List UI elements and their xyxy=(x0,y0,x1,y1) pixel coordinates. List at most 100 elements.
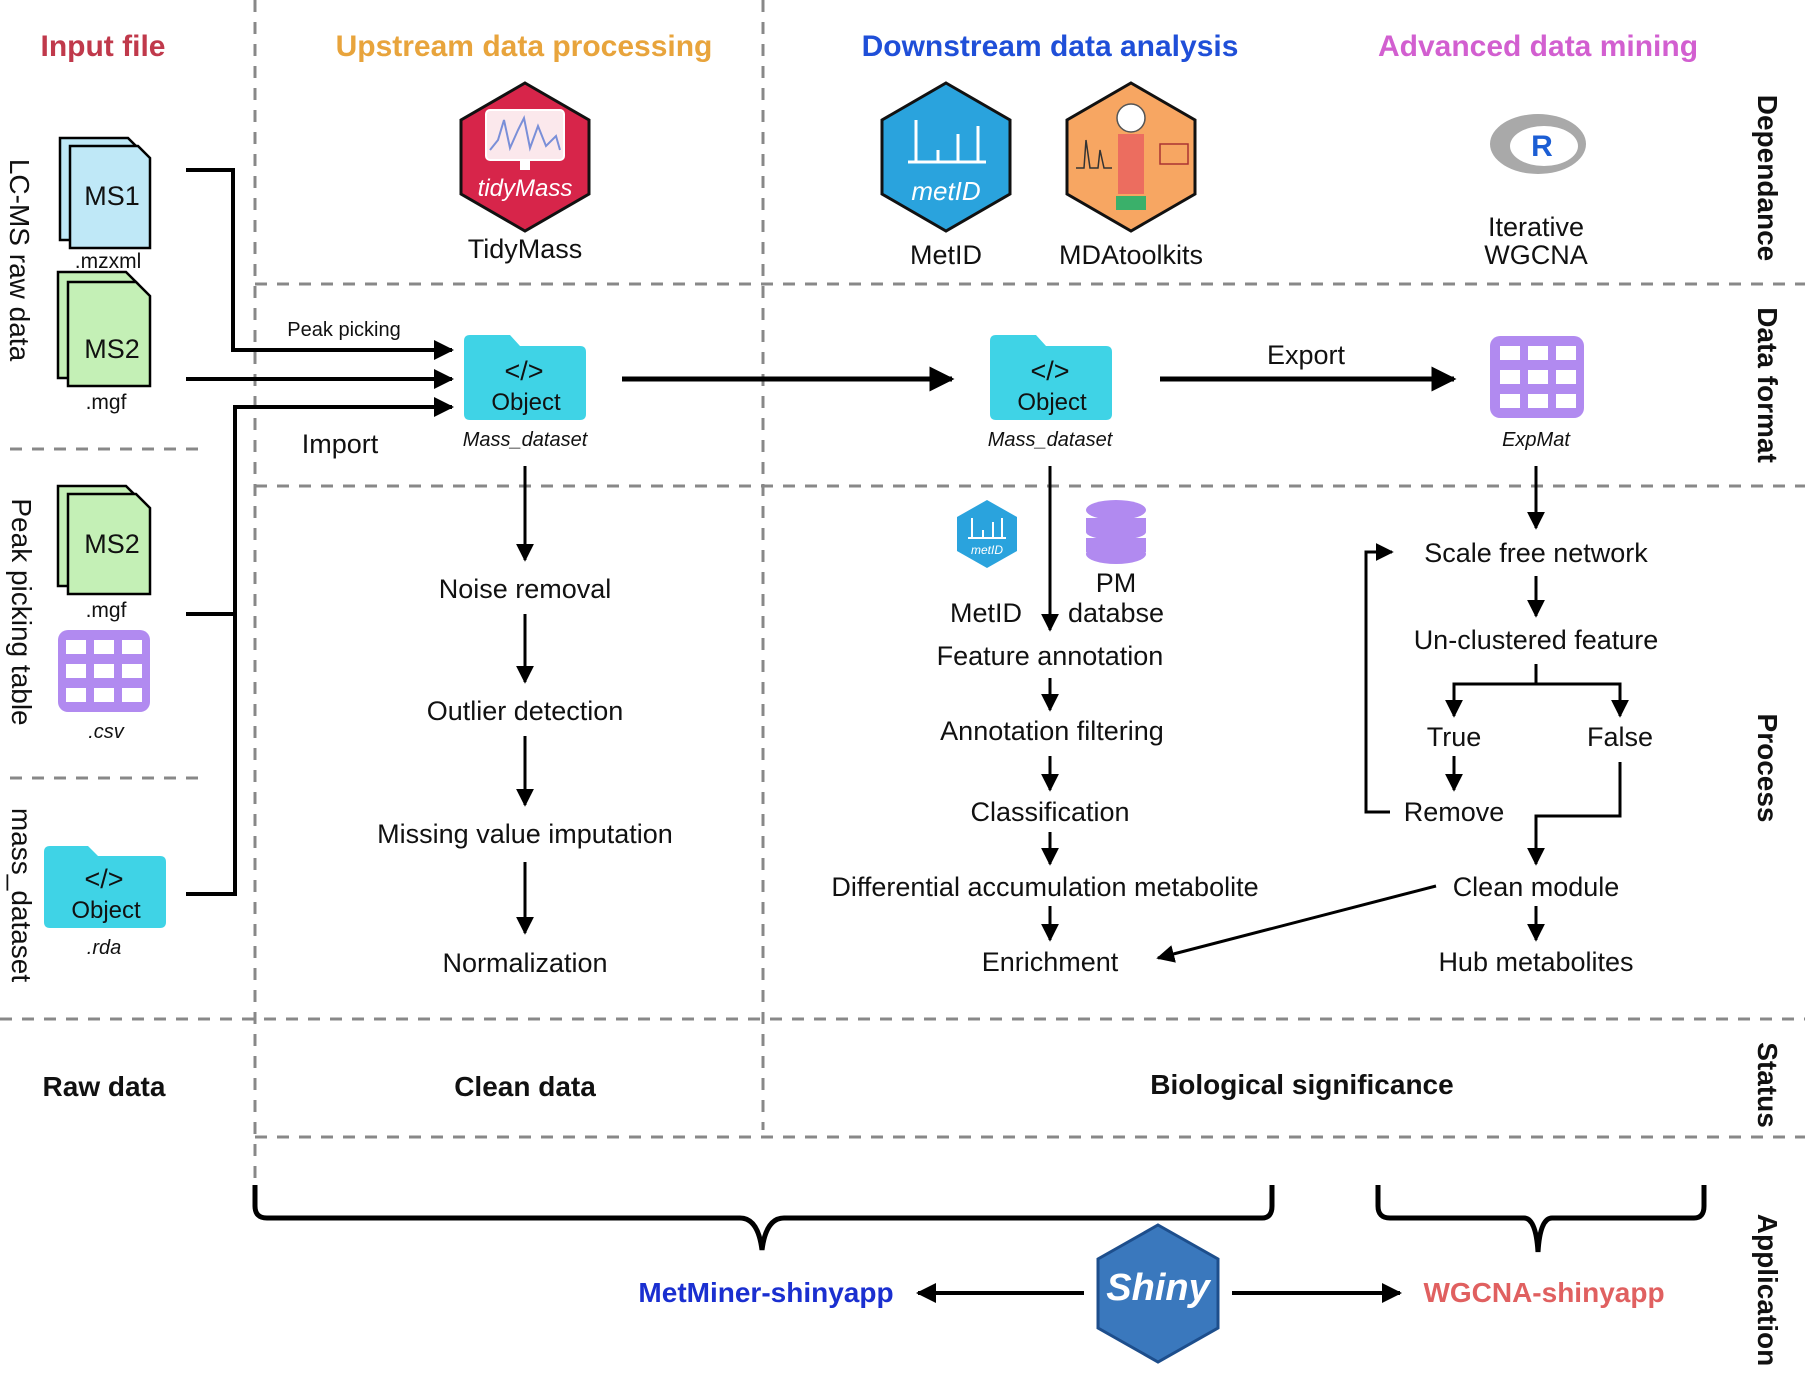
arrow-to-false xyxy=(1536,682,1629,718)
object-folder-icon-upstream: </> Object xyxy=(464,335,586,420)
metid-small-logo: metID xyxy=(957,500,1017,568)
tidymass-logo-text: tidyMass xyxy=(478,175,573,202)
clean-module-label: Clean module xyxy=(1453,872,1620,902)
header-input: Input file xyxy=(41,30,166,63)
remove-label: Remove xyxy=(1404,797,1505,827)
metminer-shinyapp-link[interactable]: MetMiner-shinyapp xyxy=(638,1277,893,1308)
rda-ext: .rda xyxy=(87,937,121,959)
metid-label: MetID xyxy=(910,240,982,270)
ms2-label: MS2 xyxy=(84,334,140,364)
hub-metabolites-label: Hub metabolites xyxy=(1438,947,1633,977)
step-outlier-detection: Outlier detection xyxy=(427,696,624,726)
tidymass-label: TidyMass xyxy=(468,234,583,264)
header-downstream: Downstream data analysis xyxy=(862,30,1239,63)
metid-logo-text: metID xyxy=(911,176,980,206)
ms2-file-icon: MS2 xyxy=(56,270,152,388)
upstream-process: Noise removal Outlier detection Missing … xyxy=(377,466,673,978)
rda-object-folder-icon: </> Object xyxy=(44,846,166,928)
ms1-file-icon: MS1 xyxy=(58,136,152,250)
application-row: MetMiner-shinyapp WGCNA-shinyapp Shiny xyxy=(252,1185,1707,1364)
mass-dataset-upstream: Mass_dataset xyxy=(463,429,589,451)
arrow-clean-to-enrichment xyxy=(1156,884,1437,963)
left-labels: LC-MS raw data Peak picking table mass_d… xyxy=(4,159,37,983)
left-label-mass-dataset: mass_dataset xyxy=(6,808,37,983)
input-connectors xyxy=(186,168,454,896)
status-row: Raw data Clean data Biological significa… xyxy=(43,1069,1454,1102)
object-label-upstream: Object xyxy=(491,389,561,416)
scale-free-network: Scale free network xyxy=(1424,538,1648,568)
row-label-status: Status xyxy=(1752,1042,1783,1128)
mdatoolkits-logo xyxy=(1065,81,1197,233)
ms2-ext: .mgf xyxy=(86,391,127,414)
object-code-upstream: </> xyxy=(504,356,543,386)
object-folder-icon-downstream: </> Object xyxy=(990,335,1112,420)
wgcna-shinyapp-link[interactable]: WGCNA-shinyapp xyxy=(1423,1277,1664,1308)
object-label-downstream: Object xyxy=(1017,389,1087,416)
grid-lines xyxy=(0,0,1805,1190)
expmat-table-icon xyxy=(1490,336,1584,418)
brace-wgcna xyxy=(1375,1185,1707,1253)
arrow-to-true xyxy=(1445,664,1538,718)
metid-logo: metID xyxy=(880,81,1012,233)
status-raw-data: Raw data xyxy=(43,1071,166,1102)
false-label: False xyxy=(1587,722,1653,752)
step-normalization: Normalization xyxy=(442,948,607,978)
shiny-logo: Shiny xyxy=(1096,1223,1220,1364)
dependance-row: tidyMass TidyMass metID MetID MDAtoolki xyxy=(459,81,1588,270)
step-annotation-filtering: Annotation filtering xyxy=(940,716,1164,746)
peak-picking-label: Peak picking xyxy=(287,319,400,341)
object-code-downstream: </> xyxy=(1030,356,1069,386)
data-format-row: </> Object Mass_dataset </> Object Mass_… xyxy=(463,335,1584,451)
ms1-label: MS1 xyxy=(84,181,140,211)
column-headers: Input file Upstream data processing Down… xyxy=(41,30,1699,63)
metid-db-label: MetID xyxy=(950,598,1022,628)
row-label-dependance: Dependance xyxy=(1752,95,1783,262)
arrow-table-to-object xyxy=(186,397,454,616)
unclustered-feature: Un-clustered feature xyxy=(1414,625,1659,655)
r-logo-text: R xyxy=(1531,130,1553,163)
arrow-ms1-to-object xyxy=(186,168,454,360)
row-label-process: Process xyxy=(1752,714,1783,823)
header-advanced: Advanced data mining xyxy=(1378,30,1698,63)
true-label: True xyxy=(1427,722,1482,752)
arrow-false-clean xyxy=(1527,762,1622,866)
step-differential: Differential accumulation metabolite xyxy=(831,872,1258,902)
arrow-loop-back xyxy=(1364,543,1394,814)
step-enrichment: Enrichment xyxy=(982,947,1119,977)
status-biological: Biological significance xyxy=(1150,1069,1453,1100)
header-upstream: Upstream data processing xyxy=(336,30,713,63)
expmat-label: ExpMat xyxy=(1502,429,1571,451)
line-rda-merge xyxy=(186,614,237,896)
metid-small-logo-text: metID xyxy=(971,543,1003,557)
feature-annotation-label: Feature annotation xyxy=(937,641,1164,671)
database-icon xyxy=(1086,500,1146,564)
row-labels: Dependance Data format Process Status Ap… xyxy=(1752,95,1783,1366)
row-label-data-format: Data format xyxy=(1752,307,1783,463)
status-clean-data: Clean data xyxy=(454,1071,596,1102)
rda-object-code: </> xyxy=(84,864,123,894)
row-label-application: Application xyxy=(1752,1214,1783,1366)
tidymass-logo: tidyMass xyxy=(459,81,591,233)
shiny-logo-text: Shiny xyxy=(1106,1267,1211,1309)
rda-object-label: Object xyxy=(71,897,141,924)
step-classification: Classification xyxy=(970,797,1129,827)
advanced-process: Scale free network Un-clustered feature … xyxy=(1156,466,1659,977)
wgcna-label-line2: WGCNA xyxy=(1484,240,1588,270)
input-files: MS1 .mzxml MS2 .mgf MS2 .mgf .csv xyxy=(44,136,166,959)
export-label: Export xyxy=(1267,340,1346,370)
mdatoolkits-label: MDAtoolkits xyxy=(1059,240,1203,270)
ms2b-label: MS2 xyxy=(84,529,140,559)
csv-ext: .csv xyxy=(88,721,125,743)
ms2b-file-icon: MS2 xyxy=(56,484,152,596)
brace-metminer xyxy=(252,1185,1275,1251)
step-missing-value: Missing value imputation xyxy=(377,819,673,849)
mass-dataset-downstream: Mass_dataset xyxy=(988,429,1114,451)
ms2b-ext: .mgf xyxy=(86,599,127,622)
left-label-lcms: LC-MS raw data xyxy=(4,159,35,362)
pm-label-line2: databse xyxy=(1068,598,1164,628)
step-noise-removal: Noise removal xyxy=(439,574,612,604)
wgcna-label-line1: Iterative xyxy=(1488,212,1584,242)
ms1-ext: .mzxml xyxy=(75,250,142,273)
